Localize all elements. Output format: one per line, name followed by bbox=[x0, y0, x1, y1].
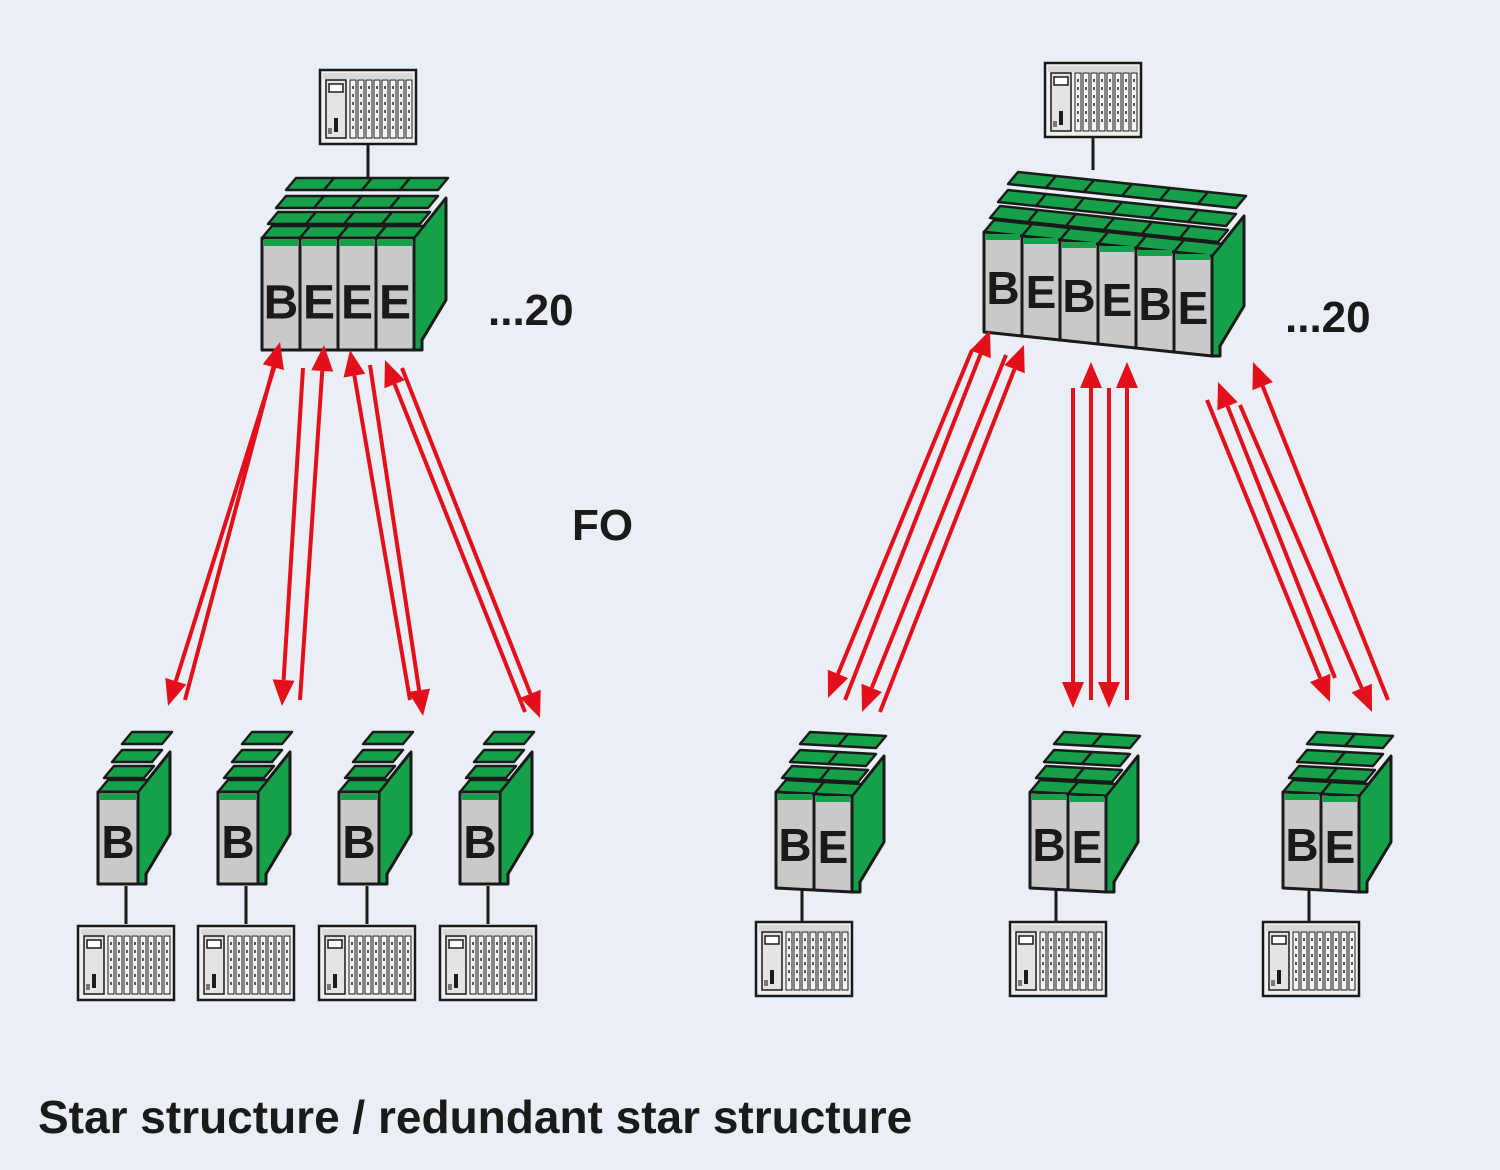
fiber-optic-arrow-icon bbox=[869, 354, 1008, 689]
fiber-optic-arrow-icon bbox=[368, 364, 422, 691]
module-slot-letter: B bbox=[342, 816, 375, 868]
arrow-head bbox=[272, 679, 295, 706]
module-slot-letter: B bbox=[1062, 270, 1095, 322]
module-slot-letter: B bbox=[986, 262, 1019, 314]
plc-controller-icon bbox=[196, 924, 296, 1002]
module-slot-letter: E bbox=[341, 277, 373, 330]
module-slot-letter: E bbox=[1178, 282, 1209, 334]
fiber-optic-links bbox=[827, 330, 1390, 713]
module-slot-letter: E bbox=[1102, 274, 1133, 326]
module-slot-letter: B bbox=[1285, 819, 1318, 871]
plc-controller-icon bbox=[76, 924, 176, 1002]
module-slot-letter: B bbox=[778, 819, 811, 871]
plc-controller-icon bbox=[1043, 61, 1143, 139]
fiber-optic-arrow-icon bbox=[392, 383, 527, 713]
module-slot-letter: E bbox=[379, 277, 411, 330]
arrow-head bbox=[311, 345, 334, 372]
medium-label: FO bbox=[572, 501, 633, 550]
arrow-head bbox=[1004, 345, 1025, 374]
fiber-optic-arrow-icon bbox=[836, 349, 974, 675]
fiber-optic-arrow-icon bbox=[843, 353, 983, 701]
module-slot-letter: B bbox=[1032, 819, 1065, 871]
arrow-head bbox=[165, 677, 187, 706]
fiber-optic-arrow-icon bbox=[1238, 404, 1364, 689]
arrow-head bbox=[1217, 382, 1238, 411]
plc-controller-icon bbox=[438, 924, 538, 1002]
arrow-head bbox=[520, 689, 541, 718]
remote-module: B bbox=[76, 730, 176, 1002]
arrow-head bbox=[1080, 362, 1102, 388]
arrow-head bbox=[384, 360, 405, 389]
arrow-head bbox=[343, 350, 366, 378]
module-count-label: ...20 bbox=[1285, 293, 1371, 342]
module-slot-letter: E bbox=[1026, 266, 1057, 318]
plc-controller-icon bbox=[317, 924, 417, 1002]
fiber-optic-arrow-icon bbox=[281, 367, 305, 681]
figure-caption: Star structure / redundant star structur… bbox=[38, 1091, 913, 1143]
arrow-head bbox=[408, 688, 430, 716]
arrow-head bbox=[827, 669, 849, 698]
arrow-head bbox=[1098, 682, 1120, 708]
module-slot-letter: B bbox=[101, 816, 134, 868]
module-slot-letter: B bbox=[1138, 278, 1171, 330]
plc-controller-icon bbox=[1261, 920, 1361, 998]
fiber-optic-arrow-icon bbox=[173, 364, 277, 682]
fiber-optic-links bbox=[165, 342, 541, 718]
fiber-optic-arrow-icon bbox=[298, 370, 325, 701]
module-slot-letter: B bbox=[463, 816, 496, 868]
arrow-head bbox=[262, 342, 284, 370]
module-slot-letter: E bbox=[1325, 821, 1356, 873]
arrow-head bbox=[861, 683, 882, 712]
fiber-optic-arrow-icon bbox=[400, 367, 533, 695]
arrow-head bbox=[1310, 673, 1331, 702]
arrow-head bbox=[1116, 362, 1138, 388]
arrow-head bbox=[970, 330, 991, 359]
remote-module: B bbox=[438, 730, 538, 1002]
remote-module: B bbox=[196, 730, 296, 1002]
plc-controller-icon bbox=[318, 68, 418, 146]
arrow-head bbox=[1062, 682, 1084, 708]
fiber-optic-arrow-icon bbox=[352, 375, 412, 701]
module-count-label: ...20 bbox=[488, 286, 574, 335]
remote-module: B bbox=[317, 730, 417, 1002]
module-slot-letter: B bbox=[264, 277, 299, 330]
arrow-head bbox=[1252, 362, 1273, 391]
module-slot-letter: B bbox=[221, 816, 254, 868]
fiber-optic-arrow-icon bbox=[1205, 399, 1323, 679]
module-slot-letter: E bbox=[1072, 821, 1103, 873]
plc-controller-icon bbox=[1008, 920, 1108, 998]
fiber-optic-arrow-icon bbox=[878, 368, 1017, 713]
plc-controller-icon bbox=[754, 920, 854, 998]
module-slot-letter: E bbox=[303, 277, 335, 330]
fiber-optic-arrow-icon bbox=[1225, 405, 1337, 679]
arrow-head bbox=[1351, 683, 1372, 712]
fiber-optic-arrow-icon bbox=[1260, 385, 1390, 701]
module-slot-letter: E bbox=[818, 821, 849, 873]
